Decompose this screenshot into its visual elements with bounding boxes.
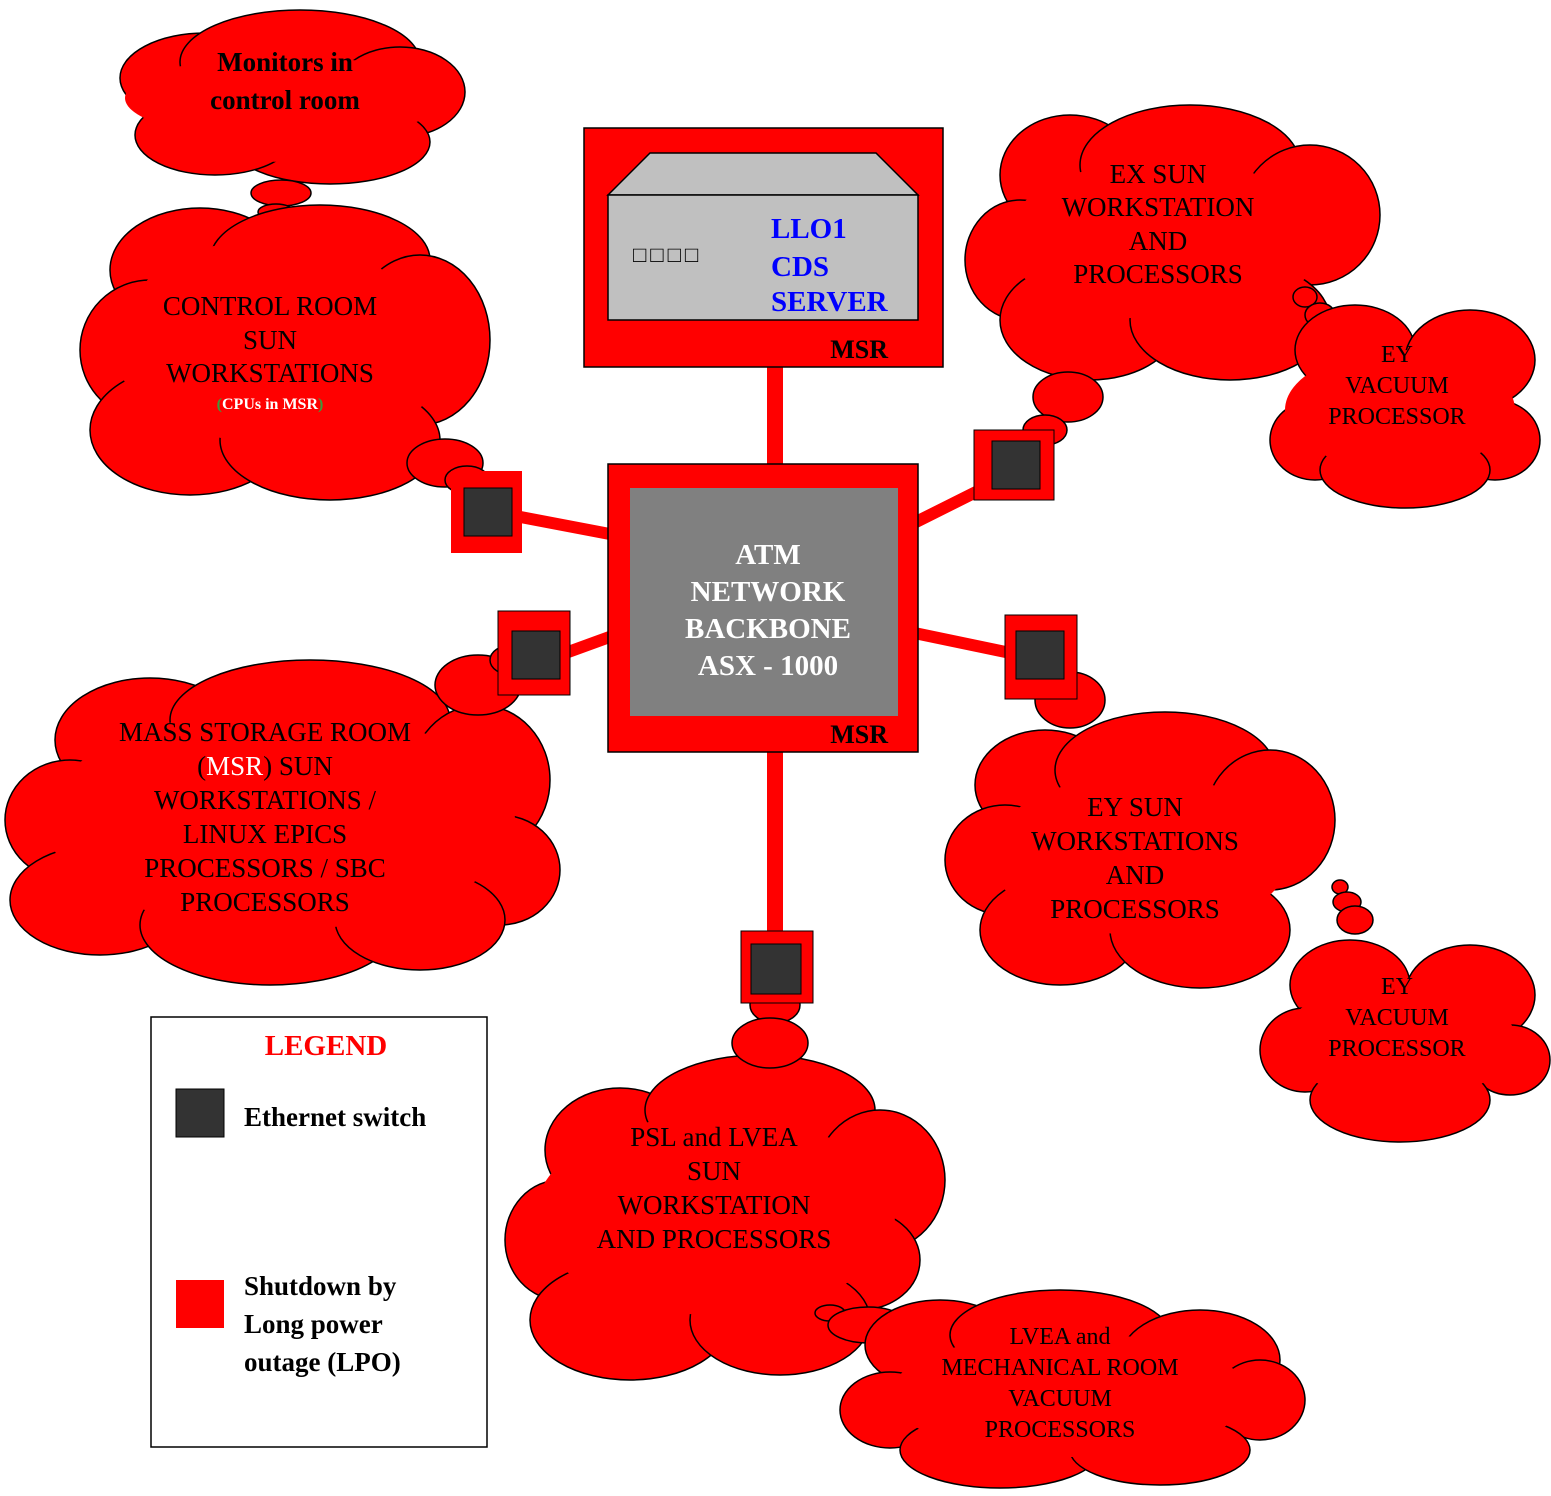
- legend-lpo-line-3: outage (LPO): [244, 1347, 401, 1377]
- ey-line-3: AND: [1106, 860, 1165, 890]
- link-control-room: [508, 509, 617, 541]
- msr-line-2: (MSR) SUN: [197, 751, 333, 781]
- lvea-line-4: PROCESSORS: [985, 1417, 1136, 1443]
- psl-line-3: WORKSTATION: [618, 1190, 811, 1220]
- control-room-note: (CPUs in MSR): [217, 396, 324, 413]
- switch-ey: [1004, 614, 1078, 700]
- cloud-monitors: [119, 9, 466, 185]
- atm-label-2: NETWORK: [691, 576, 846, 608]
- cloud-ex-vacuum: [1269, 304, 1541, 509]
- cloud-ey: [944, 711, 1336, 989]
- server-body: [607, 194, 919, 321]
- legend-box: [150, 1016, 488, 1448]
- atm-label-3: BACKBONE: [685, 613, 851, 645]
- psl-line-4: AND PROCESSORS: [597, 1224, 832, 1254]
- cloud-msr: [4, 659, 561, 986]
- switch-control-room: [451, 471, 522, 553]
- ex-vacuum-line-2: VACUUM: [1345, 373, 1449, 399]
- ey-vacuum-line-3: PROCESSOR: [1328, 1036, 1465, 1062]
- cloud-ex: [964, 104, 1381, 381]
- control-room-line-2: SUN: [243, 325, 297, 355]
- monitors-line-1: Monitors in: [217, 47, 353, 77]
- lvea-line-3: VACUUM: [1008, 1386, 1112, 1412]
- msr-line-4: LINUX EPICS: [183, 819, 347, 849]
- ex-line-3: AND: [1129, 226, 1188, 256]
- switch-ex: [973, 429, 1055, 501]
- ey-vacuum-line-2: VACUUM: [1345, 1005, 1449, 1031]
- atm-switch-body: [630, 488, 898, 716]
- label-ex-vacuum: EY VACUUM PROCESSOR: [1328, 342, 1465, 430]
- ey-line-4: PROCESSORS: [1050, 894, 1220, 924]
- monitors-line-2: control room: [210, 85, 360, 115]
- control-room-line-3: WORKSTATIONS: [166, 358, 374, 388]
- cloud-control-room: [79, 204, 491, 501]
- thought-bubbles-ey-vacuum: [1331, 879, 1374, 935]
- label-control-room: CONTROL ROOM SUN WORKSTATIONS (CPUs in M…: [163, 291, 377, 413]
- legend-lpo-line-1: Shutdown by: [244, 1271, 397, 1301]
- label-ey-vacuum: EY VACUUM PROCESSOR: [1328, 974, 1465, 1062]
- server-leds: □□□□: [633, 242, 702, 267]
- legend-switch-label: Ethernet switch: [244, 1102, 426, 1132]
- ex-vacuum-line-1: EY: [1381, 342, 1413, 368]
- legend-title: LEGEND: [265, 1030, 387, 1062]
- msr-line-6: PROCESSORS: [180, 887, 350, 917]
- label-psl: PSL and LVEA SUN WORKSTATION AND PROCESS…: [597, 1122, 832, 1254]
- server-label-3: SERVER: [771, 286, 889, 318]
- atm-room-label: MSR: [830, 720, 888, 749]
- label-ex: EX SUN WORKSTATION AND PROCESSORS: [1062, 159, 1255, 289]
- server-room-label: MSR: [830, 335, 888, 364]
- psl-line-2: SUN: [687, 1156, 741, 1186]
- control-room-line-1: CONTROL ROOM: [163, 291, 377, 321]
- lvea-line-2: MECHANICAL ROOM: [941, 1355, 1178, 1381]
- legend-switch-swatch: [175, 1088, 225, 1138]
- cds-server: □□□□ LLO1 CDS SERVER MSR: [583, 127, 944, 368]
- ex-vacuum-line-3: PROCESSOR: [1328, 404, 1465, 430]
- cloud-lvea-vacuum: [839, 1289, 1306, 1489]
- server-label-1: LLO1: [771, 213, 847, 245]
- label-monitors: Monitors in control room: [210, 47, 360, 115]
- msr-line-5: PROCESSORS / SBC: [144, 853, 386, 883]
- server-top: [606, 152, 920, 196]
- atm-backbone: ATM NETWORK BACKBONE ASX - 1000 MSR: [607, 463, 919, 753]
- legend-lpo-swatch: [176, 1280, 224, 1328]
- label-lvea-vacuum: LVEA and MECHANICAL ROOM VACUUM PROCESSO…: [941, 1324, 1178, 1443]
- atm-label-4: ASX - 1000: [698, 650, 838, 682]
- ex-line-2: WORKSTATION: [1062, 192, 1255, 222]
- server-label-2: CDS: [771, 251, 829, 283]
- atm-label-1: ATM: [735, 539, 801, 571]
- switch-psl: [740, 930, 814, 1004]
- legend: LEGEND Ethernet switch Shutdown by Long …: [150, 1016, 488, 1448]
- msr-line-3: WORKSTATIONS /: [154, 785, 377, 815]
- link-ey: [898, 624, 1022, 661]
- ex-line-4: PROCESSORS: [1073, 259, 1243, 289]
- ex-line-1: EX SUN: [1110, 159, 1207, 189]
- cloud-psl: [504, 1054, 946, 1381]
- legend-lpo-line-2: Long power: [244, 1309, 383, 1339]
- ey-line-2: WORKSTATIONS: [1031, 826, 1239, 856]
- label-msr: MASS STORAGE ROOM (MSR) SUN WORKSTATIONS…: [119, 717, 411, 917]
- ey-line-1: EY SUN: [1087, 792, 1183, 822]
- ethernet-switches: [451, 429, 1078, 1004]
- switch-msr: [497, 610, 571, 696]
- label-ey: EY SUN WORKSTATIONS AND PROCESSORS: [1031, 792, 1239, 924]
- lvea-line-1: LVEA and: [1009, 1324, 1110, 1350]
- ey-vacuum-line-1: EY: [1381, 974, 1413, 1000]
- msr-line-1: MASS STORAGE ROOM: [119, 717, 411, 747]
- psl-line-1: PSL and LVEA: [630, 1122, 798, 1152]
- cloud-ey-vacuum: [1259, 939, 1551, 1143]
